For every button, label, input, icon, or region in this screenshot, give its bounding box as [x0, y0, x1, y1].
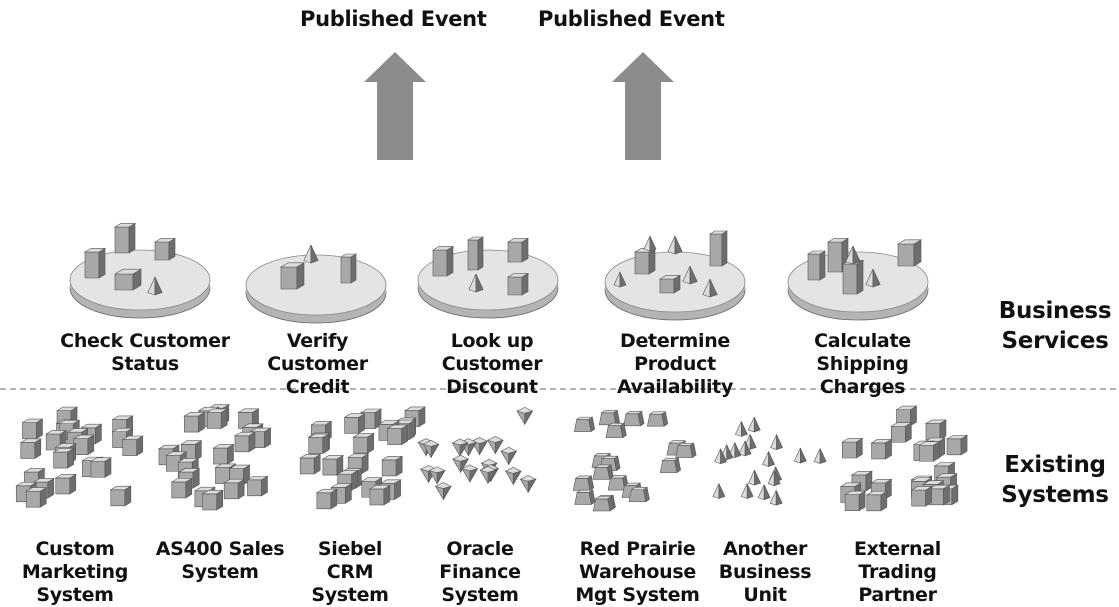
system-label-oracle-finance: Oracle Finance System: [439, 538, 521, 606]
system-label-another-business-unit: Another Business Unit: [718, 538, 812, 606]
service-label-look-up-customer-discount: Look up Customer Discount: [441, 330, 543, 398]
system-label-external-trading-partner: External Trading Partner: [853, 538, 942, 606]
system-cluster-5: [572, 409, 697, 512]
published-event-label-2: Published Event: [538, 7, 725, 31]
published-event-label-1: Published Event: [300, 7, 487, 31]
system-cluster-2: [157, 404, 272, 511]
system-cluster-4: [417, 406, 537, 501]
service-platform-4: [604, 230, 746, 321]
published-event-arrow-1: [364, 52, 426, 160]
system-label-as400-sales: AS400 Sales System: [155, 538, 285, 583]
system-label-siebel-crm: Siebel CRM System: [311, 538, 389, 606]
published-event-arrow-2: [612, 52, 674, 160]
service-platform-1: [69, 222, 211, 319]
system-cluster-6: [712, 416, 827, 506]
layer-label-existing-systems: Existing Systems: [1001, 452, 1109, 508]
system-cluster-3: [299, 406, 427, 510]
service-label-check-customer-status: Check Customer Status: [60, 330, 230, 375]
system-label-red-prairie-warehouse: Red Prairie Warehouse Mgt System: [575, 538, 700, 606]
service-label-calculate-shipping-charges: Calculate Shipping Charges: [814, 330, 911, 398]
service-label-determine-product-availability: Determine Product Availability: [616, 330, 734, 398]
service-platform-3: [417, 236, 559, 319]
system-label-custom-marketing: Custom Marketing System: [21, 538, 129, 606]
system-cluster-7: [839, 405, 969, 512]
system-cluster-1: [15, 406, 144, 508]
layer-label-business-services: Business Services: [998, 298, 1112, 354]
service-platform-2: [245, 244, 387, 324]
service-platform-5: [787, 237, 929, 321]
service-label-verify-customer-credit: Verify Customer Credit: [267, 330, 368, 398]
